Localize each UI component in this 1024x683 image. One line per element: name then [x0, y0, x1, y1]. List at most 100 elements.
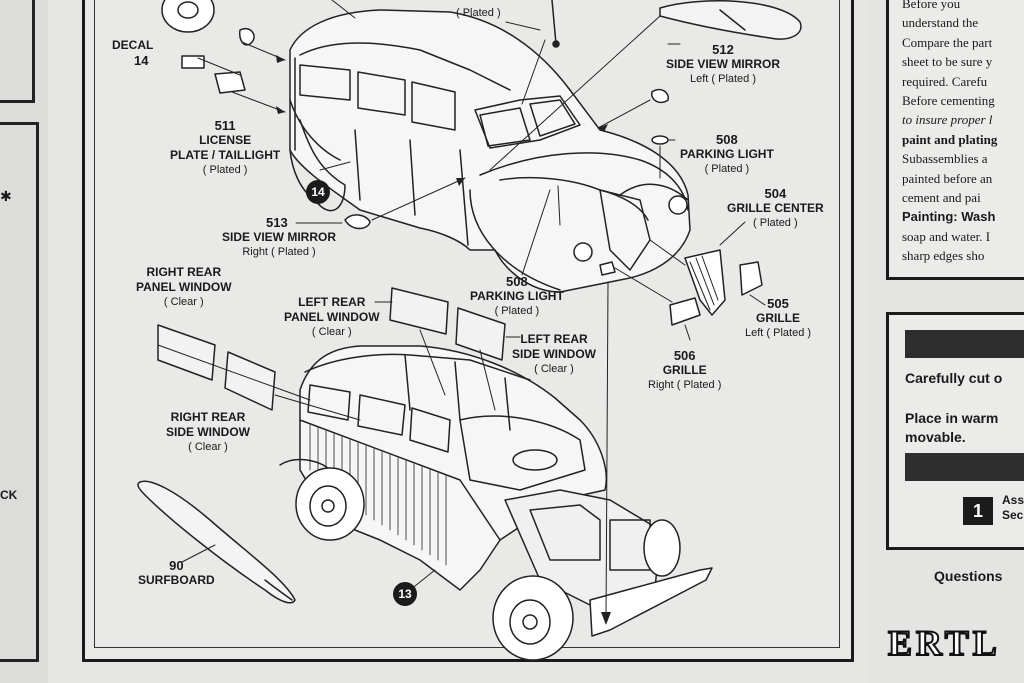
label-number: 508 — [506, 274, 528, 289]
left-panel-star: ✱ — [0, 188, 12, 204]
instr-line: Subassemblies a — [902, 151, 988, 167]
brand-logo-ertl: ERTL — [887, 622, 1001, 664]
label-side-mirror-right: 513 SIDE VIEW MIRROR Right ( Plated ) — [222, 215, 336, 260]
label-sub: ( Plated ) — [456, 7, 501, 19]
label-grille-center: 504 GRILLE CENTER ( Plated ) — [727, 186, 824, 231]
label-sub: ( Plated ) — [494, 305, 540, 317]
questions-text: Questions — [934, 568, 1003, 584]
upper-car-body — [289, 9, 691, 293]
label-number: 14 — [134, 53, 149, 68]
label-name: GRILLE — [662, 363, 707, 377]
instr-line: Compare the part — [902, 34, 993, 50]
surfboard-top — [659, 0, 802, 40]
label-name: RIGHT REAR — [146, 265, 222, 279]
left-rear-panel-window-part — [389, 287, 449, 335]
label-sub: Left ( Plated ) — [745, 327, 812, 339]
instr-line: to insure proper l — [902, 112, 993, 128]
label-name: SIDE VIEW MIRROR — [222, 230, 337, 244]
license-plate-part — [214, 71, 246, 94]
label-name: RIGHT REAR — [170, 410, 246, 424]
instr-line: required. Carefu — [902, 73, 988, 89]
surfboard-part — [137, 480, 296, 604]
decal-section-bar — [905, 453, 1024, 481]
label-name: SURFBOARD — [138, 573, 215, 587]
label-name: LEFT REAR — [520, 332, 588, 346]
label-left-rear-side-window: LEFT REAR SIDE WINDOW ( Clear ) — [512, 332, 596, 377]
decal-part — [181, 55, 205, 69]
step-text-line: Ass — [1002, 493, 1024, 507]
assembly-step-number: 1 — [963, 497, 993, 525]
instr-line: painted before an — [902, 170, 993, 186]
step-badge-13: 13 — [393, 582, 417, 606]
label-sub: ( Plated ) — [753, 217, 798, 229]
label-left-rear-panel-window: LEFT REAR PANEL WINDOW ( Clear ) — [284, 295, 380, 340]
label-name: DECAL — [112, 38, 154, 52]
label-number: 505 — [767, 296, 789, 311]
label-sub: ( Plated ) — [704, 163, 750, 175]
mirror-part-top — [238, 28, 255, 46]
label-name: SIDE WINDOW — [166, 425, 250, 439]
label-number: 511 — [214, 118, 236, 133]
instr-line: sheet to be sure y — [902, 54, 993, 70]
decal-line1: Carefully cut o — [905, 370, 1003, 386]
label-sub: ( Clear ) — [311, 326, 352, 338]
step-text-line: Sec — [1002, 508, 1024, 522]
instr-line: soap and water. I — [902, 228, 991, 244]
instr-line: cement and pai — [902, 190, 981, 206]
instr-line: understand the — [902, 15, 979, 31]
label-name: SIDE VIEW MIRROR — [666, 57, 781, 71]
label-decal: DECAL 14 — [112, 38, 153, 68]
instr-line: Before cementing — [902, 93, 995, 109]
decal-line2: Place in warm — [905, 410, 999, 426]
label-number: 513 — [266, 215, 288, 230]
label-grille-right: 506 GRILLE Right ( Plated ) — [648, 348, 721, 393]
label-name: PANEL WINDOW — [136, 280, 232, 294]
label-right-rear-side-window: RIGHT REAR SIDE WINDOW ( Clear ) — [166, 410, 250, 455]
instructions-text: Before you understand the Compare the pa… — [902, 0, 1024, 266]
label-name: GRILLE CENTER — [727, 201, 824, 215]
right-rear-panel-window-part — [157, 324, 216, 381]
leader-lines — [157, 0, 766, 621]
decal-header-bar — [905, 330, 1024, 358]
label-name: GRILLE — [756, 311, 801, 325]
label-name: PARKING LIGHT — [470, 289, 564, 303]
label-sub: Right ( Plated ) — [242, 246, 316, 258]
label-sub: ( Clear ) — [534, 363, 574, 375]
label-sub: Right ( Plated ) — [648, 379, 722, 391]
label-name: SIDE WINDOW — [512, 347, 596, 361]
label-license-plate: 511 LICENSE PLATE / TAILLIGHT ( Plated ) — [170, 118, 280, 178]
label-parking-light-upper: 508 PARKING LIGHT ( Plated ) — [680, 132, 774, 177]
instructions-box — [886, 0, 1024, 280]
left-page-panel — [0, 0, 48, 683]
front-wheel — [492, 575, 574, 661]
label-side-mirror-left: 512 SIDE VIEW MIRROR Left ( Plated ) — [666, 42, 780, 87]
label-right-rear-panel-window: RIGHT REAR PANEL WINDOW ( Clear ) — [136, 265, 232, 310]
side-mirror-right-part — [344, 214, 371, 230]
label-grille-left: 505 GRILLE Left ( Plated ) — [745, 296, 811, 341]
label-sub: ( Clear ) — [163, 296, 204, 308]
label-sub: ( Clear ) — [188, 441, 228, 453]
decal-line3: movable. — [905, 429, 966, 445]
label-number: 512 — [712, 42, 734, 57]
instr-line: Painting: Wash — [902, 209, 996, 225]
assembly-step-text: Ass Sec — [1002, 493, 1024, 523]
label-number: 508 — [716, 132, 738, 147]
grille-right-part — [669, 297, 701, 326]
label-sub: ( Plated ) — [202, 164, 248, 176]
rear-wheel — [295, 467, 365, 541]
step-badge-14: 14 — [306, 180, 330, 204]
label-number: 504 — [764, 186, 787, 201]
label-name: PARKING LIGHT — [680, 147, 774, 161]
label-surfboard: 90 SURFBOARD — [138, 558, 215, 588]
label-sub: Left ( Plated ) — [689, 73, 757, 85]
label-number: 506 — [673, 348, 696, 363]
main-diagram-inner-border — [94, 0, 840, 648]
grille-left-part — [739, 261, 763, 296]
left-panel-fragment: CK — [0, 488, 18, 502]
instr-line: sharp edges sho — [902, 248, 985, 264]
label-name: LEFT REAR — [298, 295, 366, 309]
left-panel-border-bottom — [0, 122, 39, 662]
side-mirror-left-part — [651, 88, 669, 104]
parking-light-upper-part — [651, 135, 669, 145]
